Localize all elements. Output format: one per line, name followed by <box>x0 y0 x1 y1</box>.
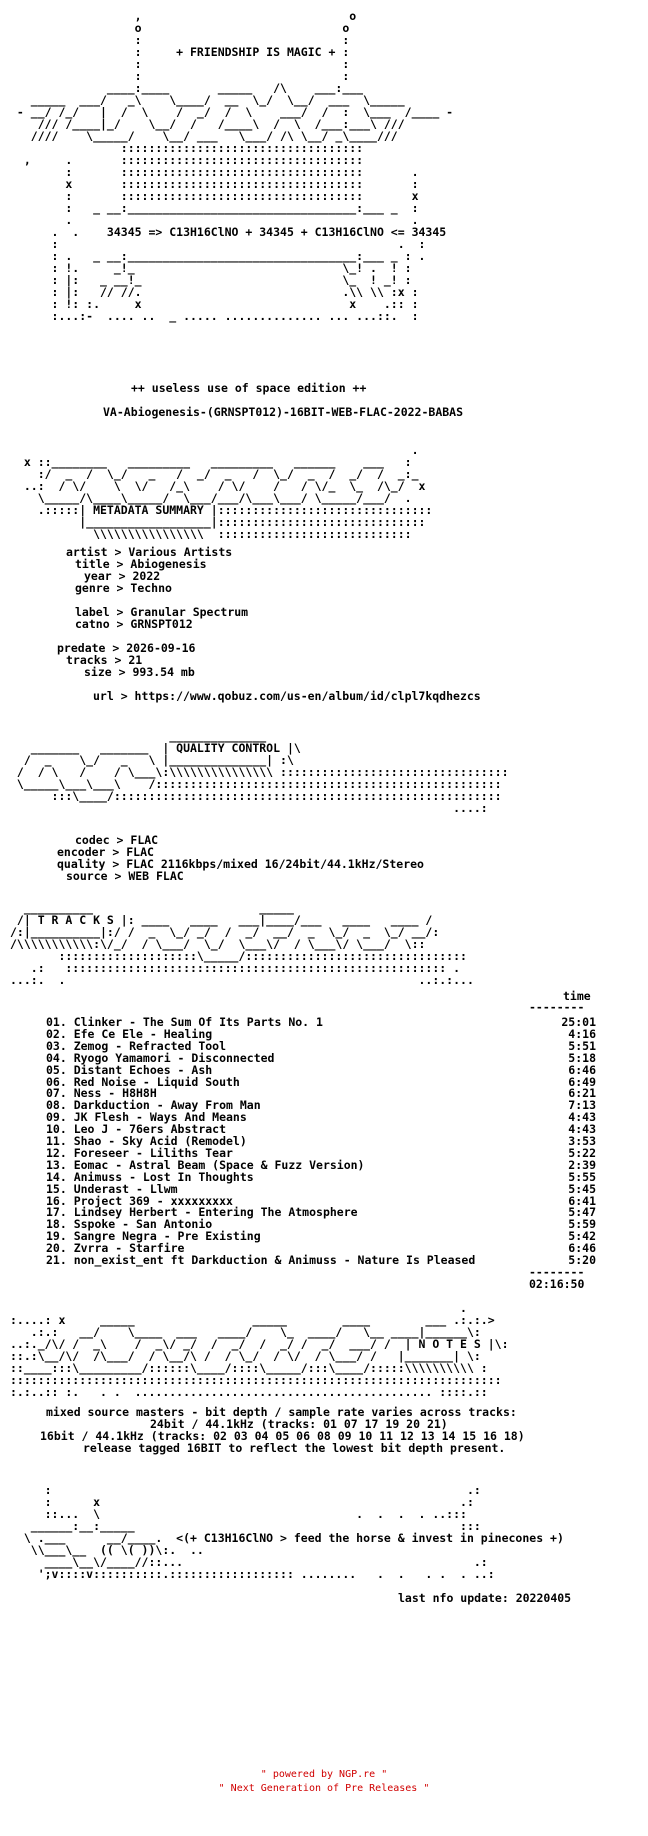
track-time: 5:47 <box>568 1205 596 1219</box>
quality-field: quality > FLAC 2116kbps/mixed 16/24bit/4… <box>57 857 424 871</box>
track-row: 18. Sspoke - San Antonio <box>46 1217 213 1231</box>
track-time: 5:22 <box>568 1146 596 1160</box>
qobuz-link[interactable]: https://www.qobuz.com/us-en/album/id/clp… <box>134 689 481 703</box>
track-row: 14. Animuss - Lost In Thoughts <box>46 1170 254 1184</box>
track-row: 21. non_exist_ent ft Darkduction & Animu… <box>46 1253 476 1267</box>
encoder-field: encoder > FLAC <box>57 845 154 859</box>
total-rule: -------- <box>529 1265 585 1279</box>
artist-field: artist > Various Artists <box>66 545 233 559</box>
track-time: 5:59 <box>568 1217 596 1231</box>
track-row: 12. Foreseer - Liliths Tear <box>46 1146 233 1160</box>
track-row: 06. Red Noise - Liquid South <box>46 1075 240 1089</box>
track-time: 6:49 <box>568 1075 596 1089</box>
codec-field: codec > FLAC <box>75 833 159 847</box>
track-time: 4:43 <box>568 1122 596 1136</box>
track-row: 10. Leo J - 76ers Abstract <box>46 1122 227 1136</box>
notes-line: release tagged 16BIT to reflect the lowe… <box>83 1441 506 1455</box>
quality-banner: ______________ _______ _______ | QUALITY… <box>16 729 509 815</box>
year-field: year > 2022 <box>84 569 161 583</box>
track-row: 02. Efe Ce Ele - Healing <box>46 1027 213 1041</box>
track-row: 07. Ness - H8H8H <box>46 1086 157 1100</box>
notes-line: mixed source masters - bit depth / sampl… <box>46 1405 517 1419</box>
footer-ascii-art: : .: : x .: ::... \ . . . . ..::: <box>23 1483 564 1581</box>
size-field: size > 993.54 mb <box>84 665 195 679</box>
track-row: 17. Lindsey Herbert - Entering The Atmos… <box>46 1205 358 1219</box>
track-time: 3:53 <box>568 1134 596 1148</box>
track-time: 5:20 <box>568 1253 596 1267</box>
ngp-credit-line-1: " powered by NGP.re " <box>260 1769 388 1780</box>
track-row: 13. Eomac - Astral Beam (Space & Fuzz Ve… <box>46 1158 365 1172</box>
url-field: url > https://www.qobuz.com/us-en/album/… <box>93 689 481 703</box>
track-time: 7:13 <box>568 1098 596 1112</box>
source-field: source > WEB FLAC <box>66 869 184 883</box>
track-row: 05. Distant Echoes - Ash <box>46 1063 213 1077</box>
last-update: last nfo update: 20220405 <box>398 1591 572 1605</box>
track-time: 6:46 <box>568 1063 596 1077</box>
track-time: 6:46 <box>568 1241 596 1255</box>
track-time: 5:18 <box>568 1051 596 1065</box>
notes-line: 16bit / 44.1kHz (tracks: 02 03 04 05 06 … <box>40 1429 525 1443</box>
time-header: time <box>563 989 591 1003</box>
track-time: 4:16 <box>568 1027 596 1041</box>
track-row: 16. Project 369 - xxxxxxxxx <box>46 1194 233 1208</box>
notes-line: 24bit / 44.1kHz (tracks: 01 07 17 19 20 … <box>150 1417 448 1431</box>
track-row: 15. Underast - Llwm <box>46 1182 178 1196</box>
track-time: 5:42 <box>568 1229 596 1243</box>
tracks-field: tracks > 21 <box>66 653 143 667</box>
genre-field: genre > Techno <box>75 581 172 595</box>
metadata-banner: . x ::________ _________ _________ _____… <box>23 443 433 541</box>
track-row: 03. Zemog - Refracted Tool <box>46 1039 227 1053</box>
track-row: 01. Clinker - The Sum Of Its Parts No. 1 <box>46 1015 323 1029</box>
track-row: 08. Darkduction - Away From Man <box>46 1098 261 1112</box>
track-row: 11. Shao - Sky Acid (Remodel) <box>46 1134 247 1148</box>
track-row: 04. Ryogo Yamamori - Disconnected <box>46 1051 275 1065</box>
track-time: 6:41 <box>568 1194 596 1208</box>
track-row: 19. Sangre Negra - Pre Existing <box>46 1229 261 1243</box>
track-time: 5:55 <box>568 1170 596 1184</box>
catno-field: catno > GRNSPT012 <box>75 617 193 631</box>
track-time: 5:45 <box>568 1182 596 1196</box>
track-time: 25:01 <box>561 1015 596 1029</box>
track-time: 6:21 <box>568 1086 596 1100</box>
header-ascii-art: , o o o : : : + FRIENDSHIP IS MAGIC + : <box>16 9 454 323</box>
title-field: title > Abiogenesis <box>75 557 207 571</box>
track-time: 5:51 <box>568 1039 596 1053</box>
track-row: 09. JK Flesh - Ways And Means <box>46 1110 247 1124</box>
ngp-credit-line-2: " Next Generation of Pre Releases " <box>218 1783 430 1794</box>
predate-field: predate > 2026-09-16 <box>57 641 196 655</box>
tracks-banner: __________ _____ /| T R A C K S |: ____ … <box>10 901 474 987</box>
notes-banner: . :....: x _____ _____ ____ ___ .:.:.> .… <box>10 1301 509 1399</box>
total-time: 02:16:50 <box>529 1277 585 1291</box>
track-time: 4:43 <box>568 1110 596 1124</box>
release-name: VA-Abiogenesis-(GRNSPT012)-16BIT-WEB-FLA… <box>103 405 464 419</box>
track-row: 20. Zvrra - Starfire <box>46 1241 185 1255</box>
label-field: label > Granular Spectrum <box>75 605 249 619</box>
time-header-rule: -------- <box>529 1000 585 1014</box>
edition-line: ++ useless use of space edition ++ <box>131 381 367 395</box>
track-time: 2:39 <box>568 1158 596 1172</box>
